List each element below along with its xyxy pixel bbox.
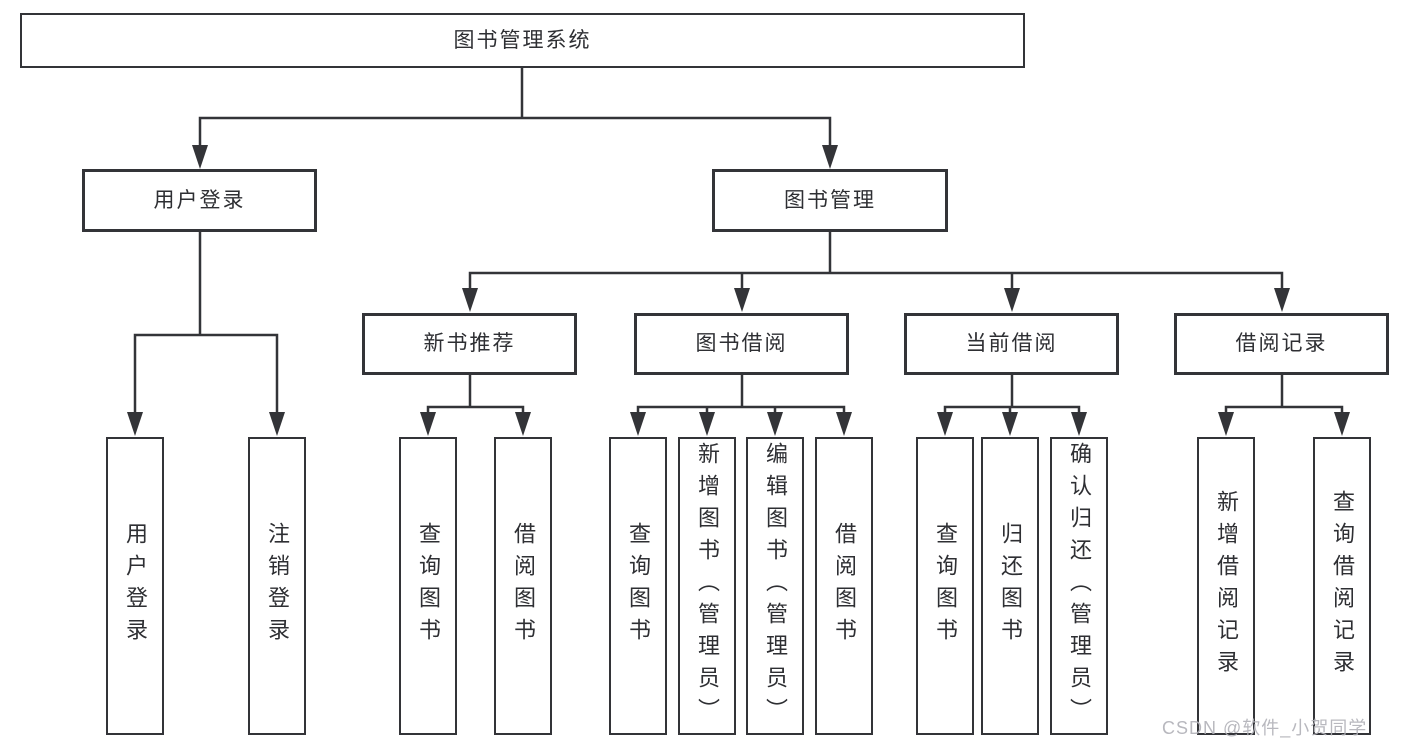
leaf-label: 注销登录 [265,522,290,650]
leaf-edit-books-admin: 编辑图书（管理员） [746,437,804,735]
leaf-add-books-admin: 新增图书（管理员） [678,437,736,735]
leaf-label: 查询图书 [626,522,651,650]
leaf-label: 借阅图书 [511,522,536,650]
arrow-down-icon [822,145,838,169]
arrow-down-icon [127,412,143,436]
leaf-label: 查询图书 [933,522,958,650]
arrow-down-icon [420,412,436,436]
node-book-management: 图书管理 [712,169,948,232]
leaf-label: 新增借阅记录 [1214,490,1239,682]
leaf-borrow-books-recommend: 借阅图书 [494,437,552,735]
branch-bookborrow-to-leaves [630,373,852,436]
arrow-down-icon [836,412,852,436]
leaf-label: 用户登录 [123,522,148,650]
node-borrow-records: 借阅记录 [1174,313,1389,375]
branch-userlogin-to-leaves [127,230,285,436]
leaf-label: 编辑图书（管理员） [763,442,788,730]
branch-borrowrecord-to-leaves [1218,373,1350,436]
leaf-return-books: 归还图书 [981,437,1039,735]
leaf-label: 归还图书 [998,522,1023,650]
arrow-down-icon [1334,412,1350,436]
node-current-borrowing: 当前借阅 [904,313,1119,375]
leaf-query-books-current: 查询图书 [916,437,974,735]
node-new-book-recommend: 新书推荐 [362,313,577,375]
arrow-down-icon [630,412,646,436]
arrow-down-icon [1274,288,1290,312]
leaf-query-books-recommend: 查询图书 [399,437,457,735]
arrow-down-icon [734,288,750,312]
arrow-down-icon [269,412,285,436]
arrow-down-icon [1218,412,1234,436]
leaf-label: 查询图书 [416,522,441,650]
arrow-down-icon [192,145,208,169]
arrow-down-icon [515,412,531,436]
leaf-confirm-return-admin: 确认归还（管理员） [1050,437,1108,735]
branch-root-to-level2 [192,66,838,169]
node-book-borrowing: 图书借阅 [634,313,849,375]
leaf-user-login: 用户登录 [106,437,164,735]
arrow-down-icon [1002,412,1018,436]
leaf-label: 借阅图书 [832,522,857,650]
arrow-down-icon [1071,412,1087,436]
leaf-label: 新增图书（管理员） [695,442,720,730]
arrow-down-icon [462,288,478,312]
leaf-logout: 注销登录 [248,437,306,735]
branch-bookmgmt-to-level3 [462,230,1290,312]
branch-currentborrow-to-leaves [937,373,1087,436]
leaf-borrow-books-borrowing: 借阅图书 [815,437,873,735]
arrow-down-icon [937,412,953,436]
branch-newbook-to-leaves [420,373,531,436]
leaf-query-borrow-record: 查询借阅记录 [1313,437,1371,735]
csdn-watermark: CSDN @软件_小贺同学 [1162,718,1368,738]
leaf-add-borrow-record: 新增借阅记录 [1197,437,1255,735]
node-user-login: 用户登录 [82,169,317,232]
leaf-query-books-borrowing: 查询图书 [609,437,667,735]
arrow-down-icon [699,412,715,436]
leaf-label: 确认归还（管理员） [1067,442,1092,730]
arrow-down-icon [767,412,783,436]
arrow-down-icon [1004,288,1020,312]
leaf-label: 查询借阅记录 [1330,490,1355,682]
node-library-system: 图书管理系统 [20,13,1025,68]
